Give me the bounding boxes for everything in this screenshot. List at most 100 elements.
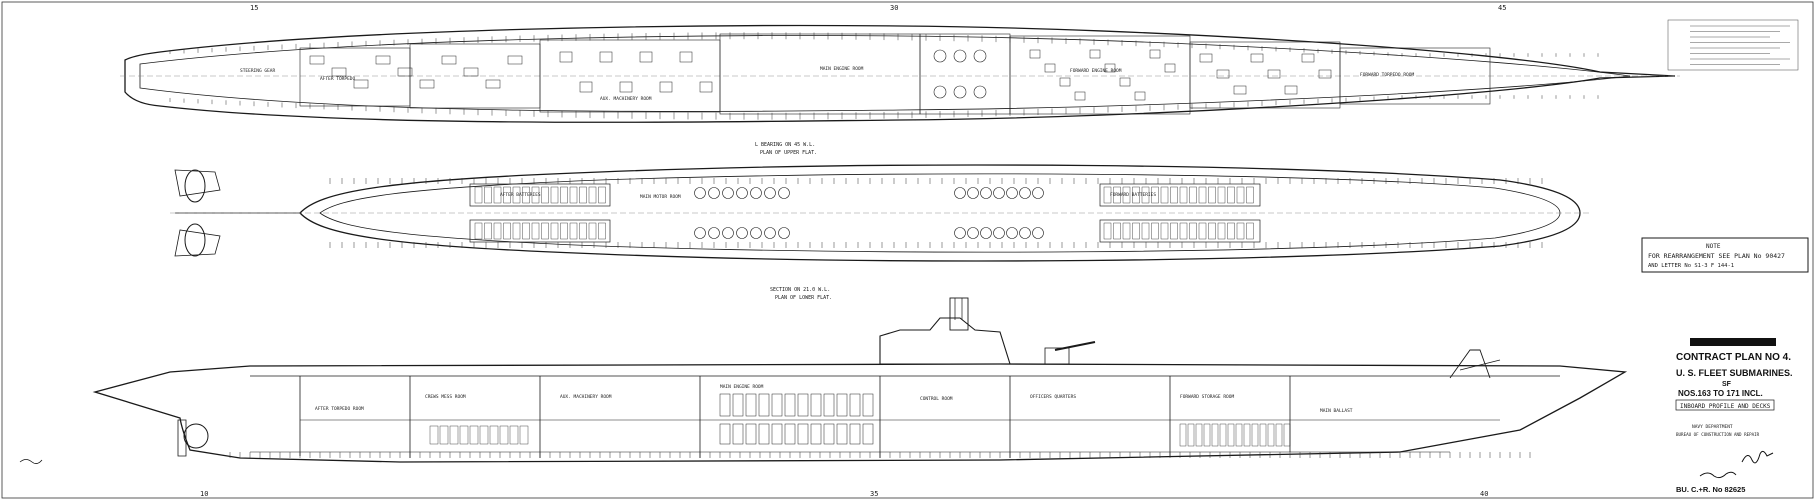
machinery-element xyxy=(1301,53,1315,63)
engine-cylinder xyxy=(973,85,987,99)
machinery-element xyxy=(489,425,499,445)
note-line: FOR REARRANGEMENT SEE PLAN No 90427 xyxy=(1648,252,1785,260)
machinery-element xyxy=(1267,423,1275,447)
lower-frame-lines xyxy=(329,178,1543,248)
machinery-element xyxy=(1141,222,1150,240)
room-label: AFTER TORPEDO xyxy=(320,76,356,82)
engine-cylinder xyxy=(1019,187,1031,199)
room-label: CONTROL ROOM xyxy=(920,396,953,402)
machinery-element xyxy=(541,222,549,240)
engine-cylinder xyxy=(708,187,720,199)
engine-cylinders xyxy=(474,186,1254,240)
battery-block xyxy=(469,219,611,243)
battery-block xyxy=(469,183,611,207)
room-label: FORWARD BATTERIES xyxy=(1110,192,1156,198)
frame-number-bottom: 10 xyxy=(200,490,208,498)
machinery-element xyxy=(503,222,511,240)
engine-cylinder xyxy=(750,187,762,199)
engine-cylinder xyxy=(933,49,947,63)
engine-cylinder xyxy=(967,187,979,199)
battery-block xyxy=(1099,183,1261,207)
machinery-element xyxy=(1227,222,1235,240)
note-line: AND LETTER No S1-3 F 144-1 xyxy=(1648,263,1734,269)
compartment xyxy=(719,33,921,115)
view-caption: SECTION ON 21.0 W.L. xyxy=(770,287,830,293)
machinery-element xyxy=(522,222,530,240)
engine-cylinder xyxy=(953,49,967,63)
machinery-element xyxy=(419,79,435,89)
machinery-element xyxy=(784,423,796,445)
title-line: NAVY DEPARTMENT xyxy=(1692,424,1733,430)
room-label: MAIN MOTOR ROOM xyxy=(640,194,681,200)
machinery-element xyxy=(1198,186,1207,204)
machinery-element xyxy=(1227,186,1235,204)
machinery-element xyxy=(1246,186,1254,204)
machinery-element xyxy=(1236,186,1245,204)
frame-number-top: 30 xyxy=(890,4,898,12)
machinery-element xyxy=(1250,53,1264,63)
machinery-element xyxy=(1149,49,1161,59)
upper-flat-plan: STEERING GEAR AFTER TORPEDO MAIN ENGINE … xyxy=(120,24,1680,156)
room-label: CREWS MESS ROOM xyxy=(425,394,466,400)
conning-tower xyxy=(879,317,1011,365)
machinery-element xyxy=(353,79,369,89)
machinery-element xyxy=(519,425,529,445)
machinery-element xyxy=(1208,222,1216,240)
machinery-element xyxy=(1195,423,1203,447)
room-label: FORWARD STORAGE ROOM xyxy=(1180,394,1234,400)
engine-cylinder xyxy=(750,227,762,239)
periscope-shears xyxy=(949,297,969,331)
machinery-element xyxy=(509,425,519,445)
upper-hull-outer xyxy=(124,24,1676,123)
machinery-element xyxy=(1227,423,1235,447)
machinery-element xyxy=(331,67,347,77)
note-box: NOTE FOR REARRANGEMENT SEE PLAN No 90427… xyxy=(1641,237,1809,273)
machinery-element xyxy=(758,393,770,417)
engine-cylinder xyxy=(1006,227,1018,239)
room-label: FORWARD TORPEDO ROOM xyxy=(1360,72,1414,78)
machinery-element xyxy=(1211,423,1219,447)
machinery-element xyxy=(732,423,744,445)
machinery-element xyxy=(699,81,713,93)
engine-cylinder xyxy=(954,227,966,239)
machinery-element xyxy=(531,186,540,204)
machinery-element xyxy=(569,186,578,204)
engine-cylinder xyxy=(993,187,1005,199)
engine-cylinder xyxy=(778,187,790,199)
room-label: FORWARD ENGINE ROOM xyxy=(1070,68,1122,74)
machinery-element xyxy=(1198,222,1207,240)
machinery-element xyxy=(484,186,492,204)
engine-cylinder xyxy=(694,227,706,239)
machinery-element xyxy=(1179,423,1187,447)
machinery-element xyxy=(469,425,479,445)
machinery-element xyxy=(1059,77,1071,87)
room-label: MAIN ENGINE ROOM xyxy=(820,66,864,72)
machinery-element xyxy=(771,393,783,417)
machinery-element xyxy=(1189,222,1197,240)
machinery-element xyxy=(810,393,822,417)
profile-propeller xyxy=(183,423,209,449)
machinery-element xyxy=(512,222,521,240)
signature xyxy=(1699,471,1737,479)
machinery-element xyxy=(836,423,848,445)
machinery-element xyxy=(512,186,521,204)
machinery-element xyxy=(1103,222,1112,240)
machinery-element xyxy=(1074,91,1086,101)
title-line: CONTRACT PLAN NO 4. xyxy=(1676,352,1791,363)
machinery-element xyxy=(309,55,325,65)
engine-cylinder xyxy=(736,227,748,239)
room-label: AUX. MACHINERY ROOM xyxy=(560,394,612,400)
machinery-element xyxy=(579,222,587,240)
machinery-element xyxy=(1113,186,1121,204)
engine-cylinder xyxy=(1032,227,1044,239)
machinery-element xyxy=(598,186,606,204)
upper-machinery-details xyxy=(309,49,1332,101)
machinery-element xyxy=(439,425,449,445)
machinery-element xyxy=(1243,423,1251,447)
room-label: AFTER BATTERIES xyxy=(500,192,541,198)
machinery-element xyxy=(474,222,483,240)
machinery-element xyxy=(522,186,530,204)
room-label: AFTER TORPEDO ROOM xyxy=(315,406,364,412)
machinery-element xyxy=(1275,423,1283,447)
